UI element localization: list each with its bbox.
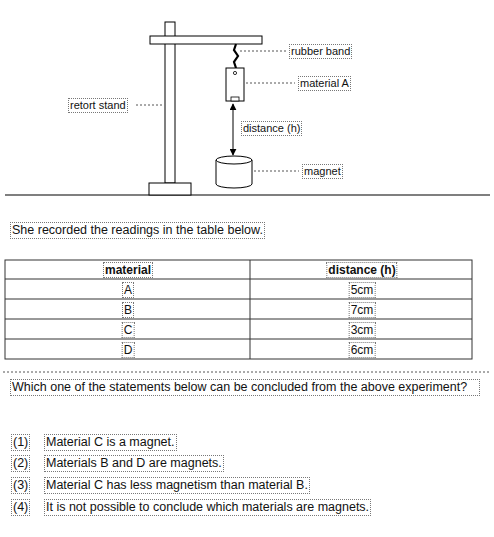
part-name: rubber band bbox=[289, 44, 352, 59]
table-rule bbox=[5, 339, 472, 340]
table-border bbox=[5, 260, 472, 359]
leader-line bbox=[246, 83, 295, 84]
leader-line bbox=[240, 51, 286, 52]
option-text: Materials B and D are magnets. bbox=[44, 455, 224, 472]
option-text: Material C is a magnet. bbox=[44, 434, 177, 451]
magnet-top bbox=[216, 156, 252, 164]
table-cell: C bbox=[122, 322, 135, 338]
block-tip bbox=[231, 97, 239, 101]
part-name: retort stand bbox=[68, 98, 128, 113]
table-header: distance (h) bbox=[326, 262, 397, 278]
material-block bbox=[226, 68, 244, 101]
table-rule bbox=[5, 319, 472, 320]
instruction-text: She recorded the readings in the table b… bbox=[10, 222, 265, 239]
table-header: material bbox=[103, 262, 153, 278]
table-cell: 5cm bbox=[349, 282, 376, 298]
stand-arm bbox=[150, 36, 262, 44]
table-cell: 3cm bbox=[349, 322, 376, 338]
ground-line bbox=[5, 194, 490, 195]
stand-pole bbox=[165, 22, 175, 183]
option-number: (1) bbox=[11, 434, 30, 451]
table-cell: D bbox=[122, 342, 135, 358]
leader-line bbox=[254, 171, 299, 172]
part-name: magnet bbox=[302, 164, 343, 179]
question-text: Which one of the statements below can be… bbox=[10, 379, 480, 396]
table-rule bbox=[250, 260, 251, 359]
option-number: (2) bbox=[11, 455, 30, 472]
option-number: (3) bbox=[11, 477, 30, 494]
table-cell: 6cm bbox=[349, 342, 376, 358]
table-rule bbox=[5, 279, 472, 280]
option-text: Material C has less magnetism than mater… bbox=[44, 477, 310, 494]
dimension-label: distance (h) bbox=[241, 121, 302, 136]
stand-base bbox=[149, 183, 191, 195]
table-rule bbox=[5, 299, 472, 300]
hook bbox=[233, 71, 236, 74]
option-number: (4) bbox=[11, 499, 30, 516]
rubber-band bbox=[234, 44, 238, 68]
part-name: material A bbox=[298, 76, 351, 91]
leader-line bbox=[136, 105, 164, 106]
table-cell: B bbox=[122, 302, 134, 318]
separator-line bbox=[3, 372, 491, 373]
table-cell: 7cm bbox=[349, 302, 376, 318]
distance-arrow bbox=[233, 104, 234, 155]
option-text: It is not possible to conclude which mat… bbox=[44, 499, 371, 516]
table-cell: A bbox=[122, 282, 134, 298]
